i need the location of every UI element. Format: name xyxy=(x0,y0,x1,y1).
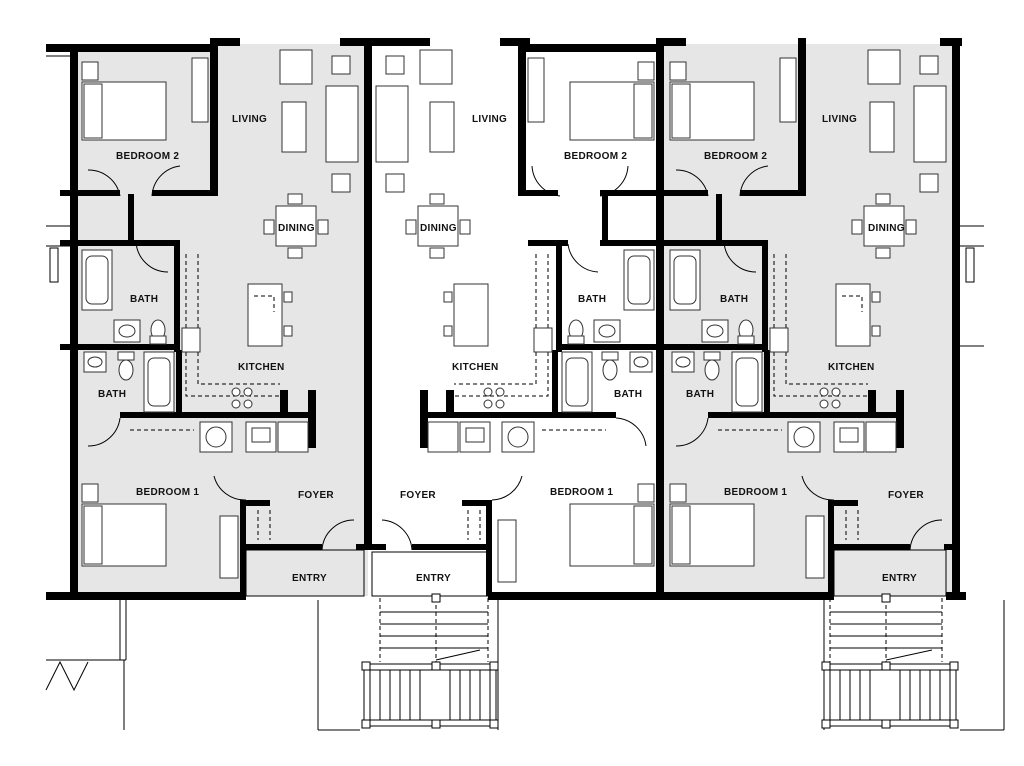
unit1-fixtures xyxy=(81,49,359,579)
label-u1-dining: DINING xyxy=(278,223,315,234)
label-u1-bath-lower: BATH xyxy=(98,389,126,400)
label-u1-bedroom1: BEDROOM 1 xyxy=(136,487,199,498)
label-u3-kitchen: KITCHEN xyxy=(828,362,875,373)
label-u3-entry: ENTRY xyxy=(882,573,917,584)
kitchen-island-icon xyxy=(247,283,283,347)
label-u2-bedroom2: BEDROOM 2 xyxy=(564,151,627,162)
floor-fills xyxy=(76,44,954,596)
unit2-fixtures xyxy=(375,49,655,583)
label-u1-bedroom2: BEDROOM 2 xyxy=(116,151,179,162)
label-u3-bath-upper: BATH xyxy=(720,294,748,305)
walls xyxy=(46,38,966,600)
label-u3-foyer: FOYER xyxy=(888,490,924,501)
label-u2-bedroom1: BEDROOM 1 xyxy=(550,487,613,498)
stairs-center xyxy=(361,593,499,729)
label-u3-bedroom1: BEDROOM 1 xyxy=(724,487,787,498)
armchair-icon xyxy=(279,49,313,85)
label-u1-entry: ENTRY xyxy=(292,573,327,584)
label-u3-bedroom2: BEDROOM 2 xyxy=(704,151,767,162)
label-u3-living: LIVING xyxy=(822,114,857,125)
label-u2-bath-upper: BATH xyxy=(578,294,606,305)
room-labels: BEDROOM 2 LIVING DINING BATH KITCHEN BAT… xyxy=(98,114,924,584)
dining-table-icon xyxy=(275,205,317,247)
label-u2-entry: ENTRY xyxy=(416,573,451,584)
stove-icon xyxy=(231,387,253,409)
unit3-fixtures xyxy=(669,49,947,579)
label-u1-foyer: FOYER xyxy=(298,490,334,501)
stairs-right xyxy=(821,593,959,729)
label-u2-foyer: FOYER xyxy=(400,490,436,501)
label-u3-bath-lower: BATH xyxy=(686,389,714,400)
label-u2-dining: DINING xyxy=(420,223,457,234)
door-swings xyxy=(87,165,943,551)
sofa-icon xyxy=(325,85,359,163)
label-u1-bath-upper: BATH xyxy=(130,294,158,305)
label-u1-kitchen: KITCHEN xyxy=(238,362,285,373)
label-u1-living: LIVING xyxy=(232,114,267,125)
label-u3-dining: DINING xyxy=(868,223,905,234)
label-u2-bath-lower: BATH xyxy=(614,389,642,400)
label-u2-kitchen: KITCHEN xyxy=(452,362,499,373)
label-u2-living: LIVING xyxy=(472,114,507,125)
